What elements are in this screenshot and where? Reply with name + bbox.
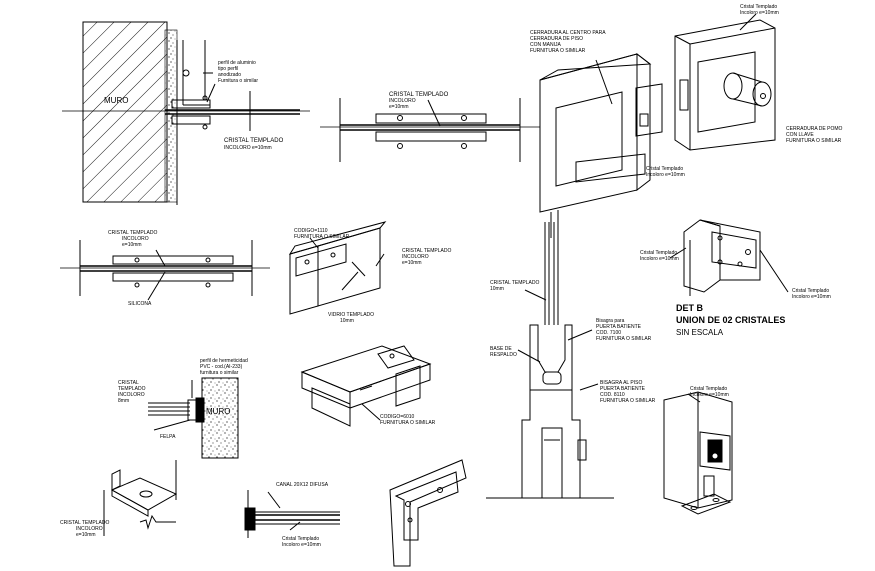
- bisagra-low-label-4: FURNITURA O SIMILAR: [600, 398, 656, 404]
- clamp-right-label-1: Cristal Templado: [792, 288, 829, 294]
- cristal-low-label-2: TEMPLADO: [118, 386, 146, 392]
- center-label-2: INCOLORO: [389, 98, 416, 104]
- ct-right-label-3: e=10mm: [402, 260, 422, 266]
- cristal-low-label-1: CRISTAL: [118, 380, 139, 386]
- felpa-label: FELPA: [160, 434, 176, 440]
- lockbox-label-2: Incoloro e=10mm: [690, 392, 729, 398]
- cerradura-label-3: CON MANIJA: [530, 42, 562, 48]
- seal-profile-detail: [148, 377, 239, 459]
- wall-note-2: tipo perfil: [218, 66, 238, 72]
- clamp-right-label-2: Incoloro e=10mm: [792, 294, 831, 300]
- lockbox-label-1: Cristal Templado: [690, 386, 727, 392]
- vidrio-label-1: VIDRIO TEMPLADO: [328, 312, 374, 318]
- canal-label: CANAL 20X12 DIFUSA: [276, 482, 329, 488]
- left2-label-1: CRISTAL TEMPLADO: [108, 230, 157, 236]
- vidrio-label-2: 10mm: [340, 318, 354, 324]
- cod-label-2: FURNITURA O SIMILAR: [294, 234, 350, 240]
- bisagra-label-3: COD. 7100: [596, 330, 621, 336]
- cristal-low-label-4: 8mm: [118, 398, 129, 404]
- bottom-left-label-3: e=10mm: [76, 532, 96, 538]
- muro-label-2: MURO: [206, 407, 230, 416]
- clamp-top-label-2: Incoloro e=10mm: [640, 256, 679, 262]
- post-base-label-1: BASE DE: [490, 346, 512, 352]
- bisagra-low-label-1: BISAGRA AL PISO: [600, 380, 642, 386]
- det-b-clamp: [669, 219, 789, 296]
- cod-low-label-2: FURNITURA O SIMILAR: [380, 420, 436, 426]
- floor-lock-3d: [539, 52, 663, 238]
- profile-label-2: PVC - cod.(AI-233): [200, 364, 243, 370]
- cerradura-label-1: CERRADURA AL CENTRO PARA: [530, 30, 606, 36]
- cerradura-label-2: CERRADURA DE PISO: [530, 36, 583, 42]
- clamp-top-label-1: Cristal Templado: [640, 250, 677, 256]
- post-label-1: CRISTAL TEMPLADO: [490, 280, 539, 286]
- floor-patch-fitting: [300, 345, 432, 427]
- cod-label-1: CODIGO=1110: [294, 228, 328, 234]
- det-title: DET B: [676, 303, 704, 313]
- det-scale: SIN ESCALA: [676, 328, 724, 337]
- bisagra-label-4: FURNITURA O SIMILAR: [596, 336, 652, 342]
- glass-joint-detail-left: [60, 240, 270, 301]
- silicona-label: SILICONA: [128, 301, 152, 307]
- wall-note-4: Furnitura o similar: [218, 78, 258, 84]
- corner-bracket: [103, 460, 178, 536]
- profile-label-3: furnitura o similar: [200, 370, 239, 376]
- post-base-label-2: RESPALDO: [490, 352, 517, 358]
- bisagra-low-label-3: COD. 8110: [600, 392, 625, 398]
- knob-top-label-2: Incoloro e=10mm: [740, 10, 779, 16]
- lock-box-3d: [663, 391, 733, 515]
- profile-label-1: perfil de hermeticidad: [200, 358, 248, 364]
- left2-label-2: INCOLORO: [122, 236, 149, 242]
- knob-side-label-2: CON LLAVE: [786, 132, 814, 138]
- ct-right-label-1: CRISTAL TEMPLADO: [402, 248, 451, 254]
- ct-right-label-2: INCOLORO: [402, 254, 429, 260]
- wall-note-3: anodizado: [218, 72, 241, 78]
- canal-channel-detail: [244, 490, 340, 538]
- left2-label-3: e=10mm: [122, 242, 142, 248]
- cerradura-label-4: FURNITURA O SIMILAR: [530, 48, 586, 54]
- canal-cristal-label-2: Incoloro e=10mm: [282, 542, 321, 548]
- muro-label: MURO: [104, 96, 128, 105]
- knob-side-label-1: CERRADURA DE POMO: [786, 126, 843, 132]
- det-subtitle: UNION DE 02 CRISTALES: [676, 315, 785, 325]
- cristal-top-label-1: CRISTAL TEMPLADO: [224, 138, 284, 144]
- cristal-low-label-3: INCOLORO: [118, 392, 145, 398]
- knob-top-label-1: Cristal Templado: [740, 4, 777, 10]
- post-label-2: 10mm: [490, 286, 504, 292]
- cristal-top-label-2: INCOLORO e=10mm: [224, 145, 272, 151]
- bisagra-label-2: PUERTA BATIENTE: [596, 324, 642, 330]
- bisagra-low-label-2: PUERTA BATIENTE: [600, 386, 646, 392]
- cod-low-label-1: CODIGO=6010: [380, 414, 415, 420]
- wall-note-1: perfil de aluminio: [218, 60, 256, 66]
- knob-lock-3d: [674, 13, 776, 151]
- knob-side-label-3: FURNITURA O SIMILAR: [786, 138, 842, 144]
- bottom-left-label-1: CRISTAL TEMPLADO: [60, 520, 109, 526]
- cristal-lock-label-1: Cristal Templado: [646, 166, 683, 172]
- l-bracket: [389, 459, 467, 567]
- cristal-lock-label-2: Incoloro e=10mm: [646, 172, 685, 178]
- bottom-left-label-2: INCOLORO: [76, 526, 103, 532]
- door-post-hinge: [486, 222, 614, 499]
- glass-joint-detail-top: [320, 98, 540, 162]
- canal-cristal-label-1: Cristal Templado: [282, 536, 319, 542]
- center-label-1: CRISTAL TEMPLADO: [389, 92, 449, 98]
- wall-section-detail: [62, 21, 310, 205]
- bisagra-label-1: Bisagra para: [596, 318, 625, 324]
- center-label-3: e=10mm: [389, 104, 409, 110]
- glass-panel-clip: [288, 221, 387, 315]
